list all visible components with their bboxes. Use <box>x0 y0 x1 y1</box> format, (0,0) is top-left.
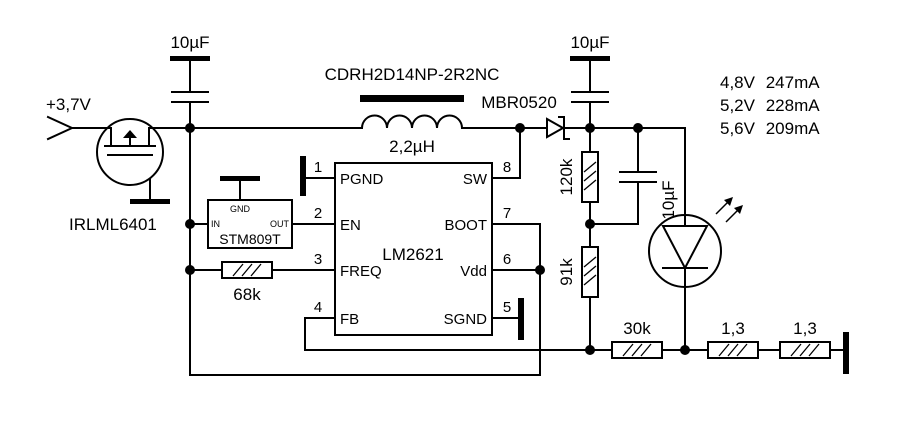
ic-pin-num-3: 3 <box>314 251 322 268</box>
legend-current: 247mA <box>766 73 821 92</box>
ic-pin-name-vdd: Vdd <box>460 263 487 280</box>
ground-bar <box>300 156 306 196</box>
legend-voltage: 5,6V <box>720 119 756 138</box>
resistor-mid <box>581 246 599 298</box>
ground-bar <box>518 298 524 340</box>
legend-current: 228mA <box>766 96 821 115</box>
resistor-sense-2 <box>779 341 831 359</box>
junction <box>185 265 195 275</box>
input-voltage-label: +3,7V <box>46 95 92 114</box>
output-capacitor <box>571 91 609 103</box>
ic-pin-name-pgnd: PGND <box>340 171 384 188</box>
ground-bar <box>130 199 170 204</box>
feedforward-capacitor <box>619 171 657 183</box>
resistor-freq <box>221 261 273 279</box>
ic-pin-name-sw: SW <box>463 171 488 188</box>
supervisor-out-pin: OUT <box>270 219 290 229</box>
input-capacitor <box>171 91 209 103</box>
ic-pin-num-6: 6 <box>503 251 511 268</box>
ic-pin-name-freq: FREQ <box>340 263 382 280</box>
legend-voltage: 5,2V <box>720 96 756 115</box>
junction <box>633 123 643 133</box>
supervisor-chip <box>207 199 293 249</box>
inductor <box>360 95 464 130</box>
junction <box>585 123 595 133</box>
junctions <box>185 123 690 355</box>
resistor-fb-label: 30k <box>623 319 651 338</box>
led <box>648 209 722 293</box>
ic-lm2621 <box>334 162 493 336</box>
ic-pin-name-fb: FB <box>340 311 359 328</box>
supervisor-gnd-pin: GND <box>230 204 251 214</box>
junction <box>535 265 545 275</box>
ground-bar <box>570 56 610 61</box>
ground-bar <box>170 56 210 61</box>
inductor-value-label: 2,2µH <box>389 137 435 156</box>
legend-voltage: 4,8V <box>720 73 756 92</box>
mosfet-part-label: IRLML6401 <box>69 215 157 234</box>
junction <box>185 219 195 229</box>
inductor-part-label: CDRH2D14NP-2R2NC <box>325 65 500 84</box>
junction <box>585 219 595 229</box>
ic-pin-num-8: 8 <box>503 159 511 176</box>
ic-pin-num-5: 5 <box>503 299 511 316</box>
ic-pin-num-7: 7 <box>503 205 511 222</box>
ground-bar <box>220 176 260 181</box>
ic-part-label: LM2621 <box>382 245 443 264</box>
legend-entry: 5,6V 209mA <box>720 119 820 138</box>
ic-pin-num-4: 4 <box>314 299 322 316</box>
junction <box>680 345 690 355</box>
legend-entry: 5,2V 228mA <box>720 96 820 115</box>
ic-pin-num-1: 1 <box>314 159 322 176</box>
diode-part-label: MBR0520 <box>481 93 557 112</box>
resistor-fb <box>611 341 663 359</box>
legend-entry: 4,8V 247mA <box>720 73 820 92</box>
ic-pin-name-boot: BOOT <box>444 217 487 234</box>
ic-pin-num-2: 2 <box>314 205 322 222</box>
ic-pin-name-sgnd: SGND <box>444 311 488 328</box>
junction <box>585 345 595 355</box>
resistor-mid-label: 91k <box>557 258 576 286</box>
ground-bar <box>843 332 849 374</box>
resistor-sense-1 <box>707 341 759 359</box>
legend-current: 209mA <box>766 119 821 138</box>
supervisor-in-pin: IN <box>211 219 220 229</box>
resistor-sense-2-label: 1,3 <box>793 319 817 338</box>
output-capacitor-label: 10µF <box>570 33 609 52</box>
light-emission-icon <box>715 197 743 223</box>
input-capacitor-label: 10µF <box>170 33 209 52</box>
resistor-freq-label: 68k <box>233 285 261 304</box>
junction <box>515 123 525 133</box>
feedforward-capacitor-label: 10µF <box>659 180 678 219</box>
schottky-diode <box>546 116 570 140</box>
mosfet <box>96 118 164 186</box>
ic-pin-name-en: EN <box>340 217 361 234</box>
resistor-top-label: 120k <box>557 158 576 195</box>
resistor-sense-1-label: 1,3 <box>721 319 745 338</box>
legend: 4,8V 247mA 5,2V 228mA 5,6V 209mA <box>720 73 820 138</box>
junction <box>185 123 195 133</box>
supervisor-part-label: STM809T <box>219 231 281 247</box>
resistor-top <box>581 151 599 203</box>
